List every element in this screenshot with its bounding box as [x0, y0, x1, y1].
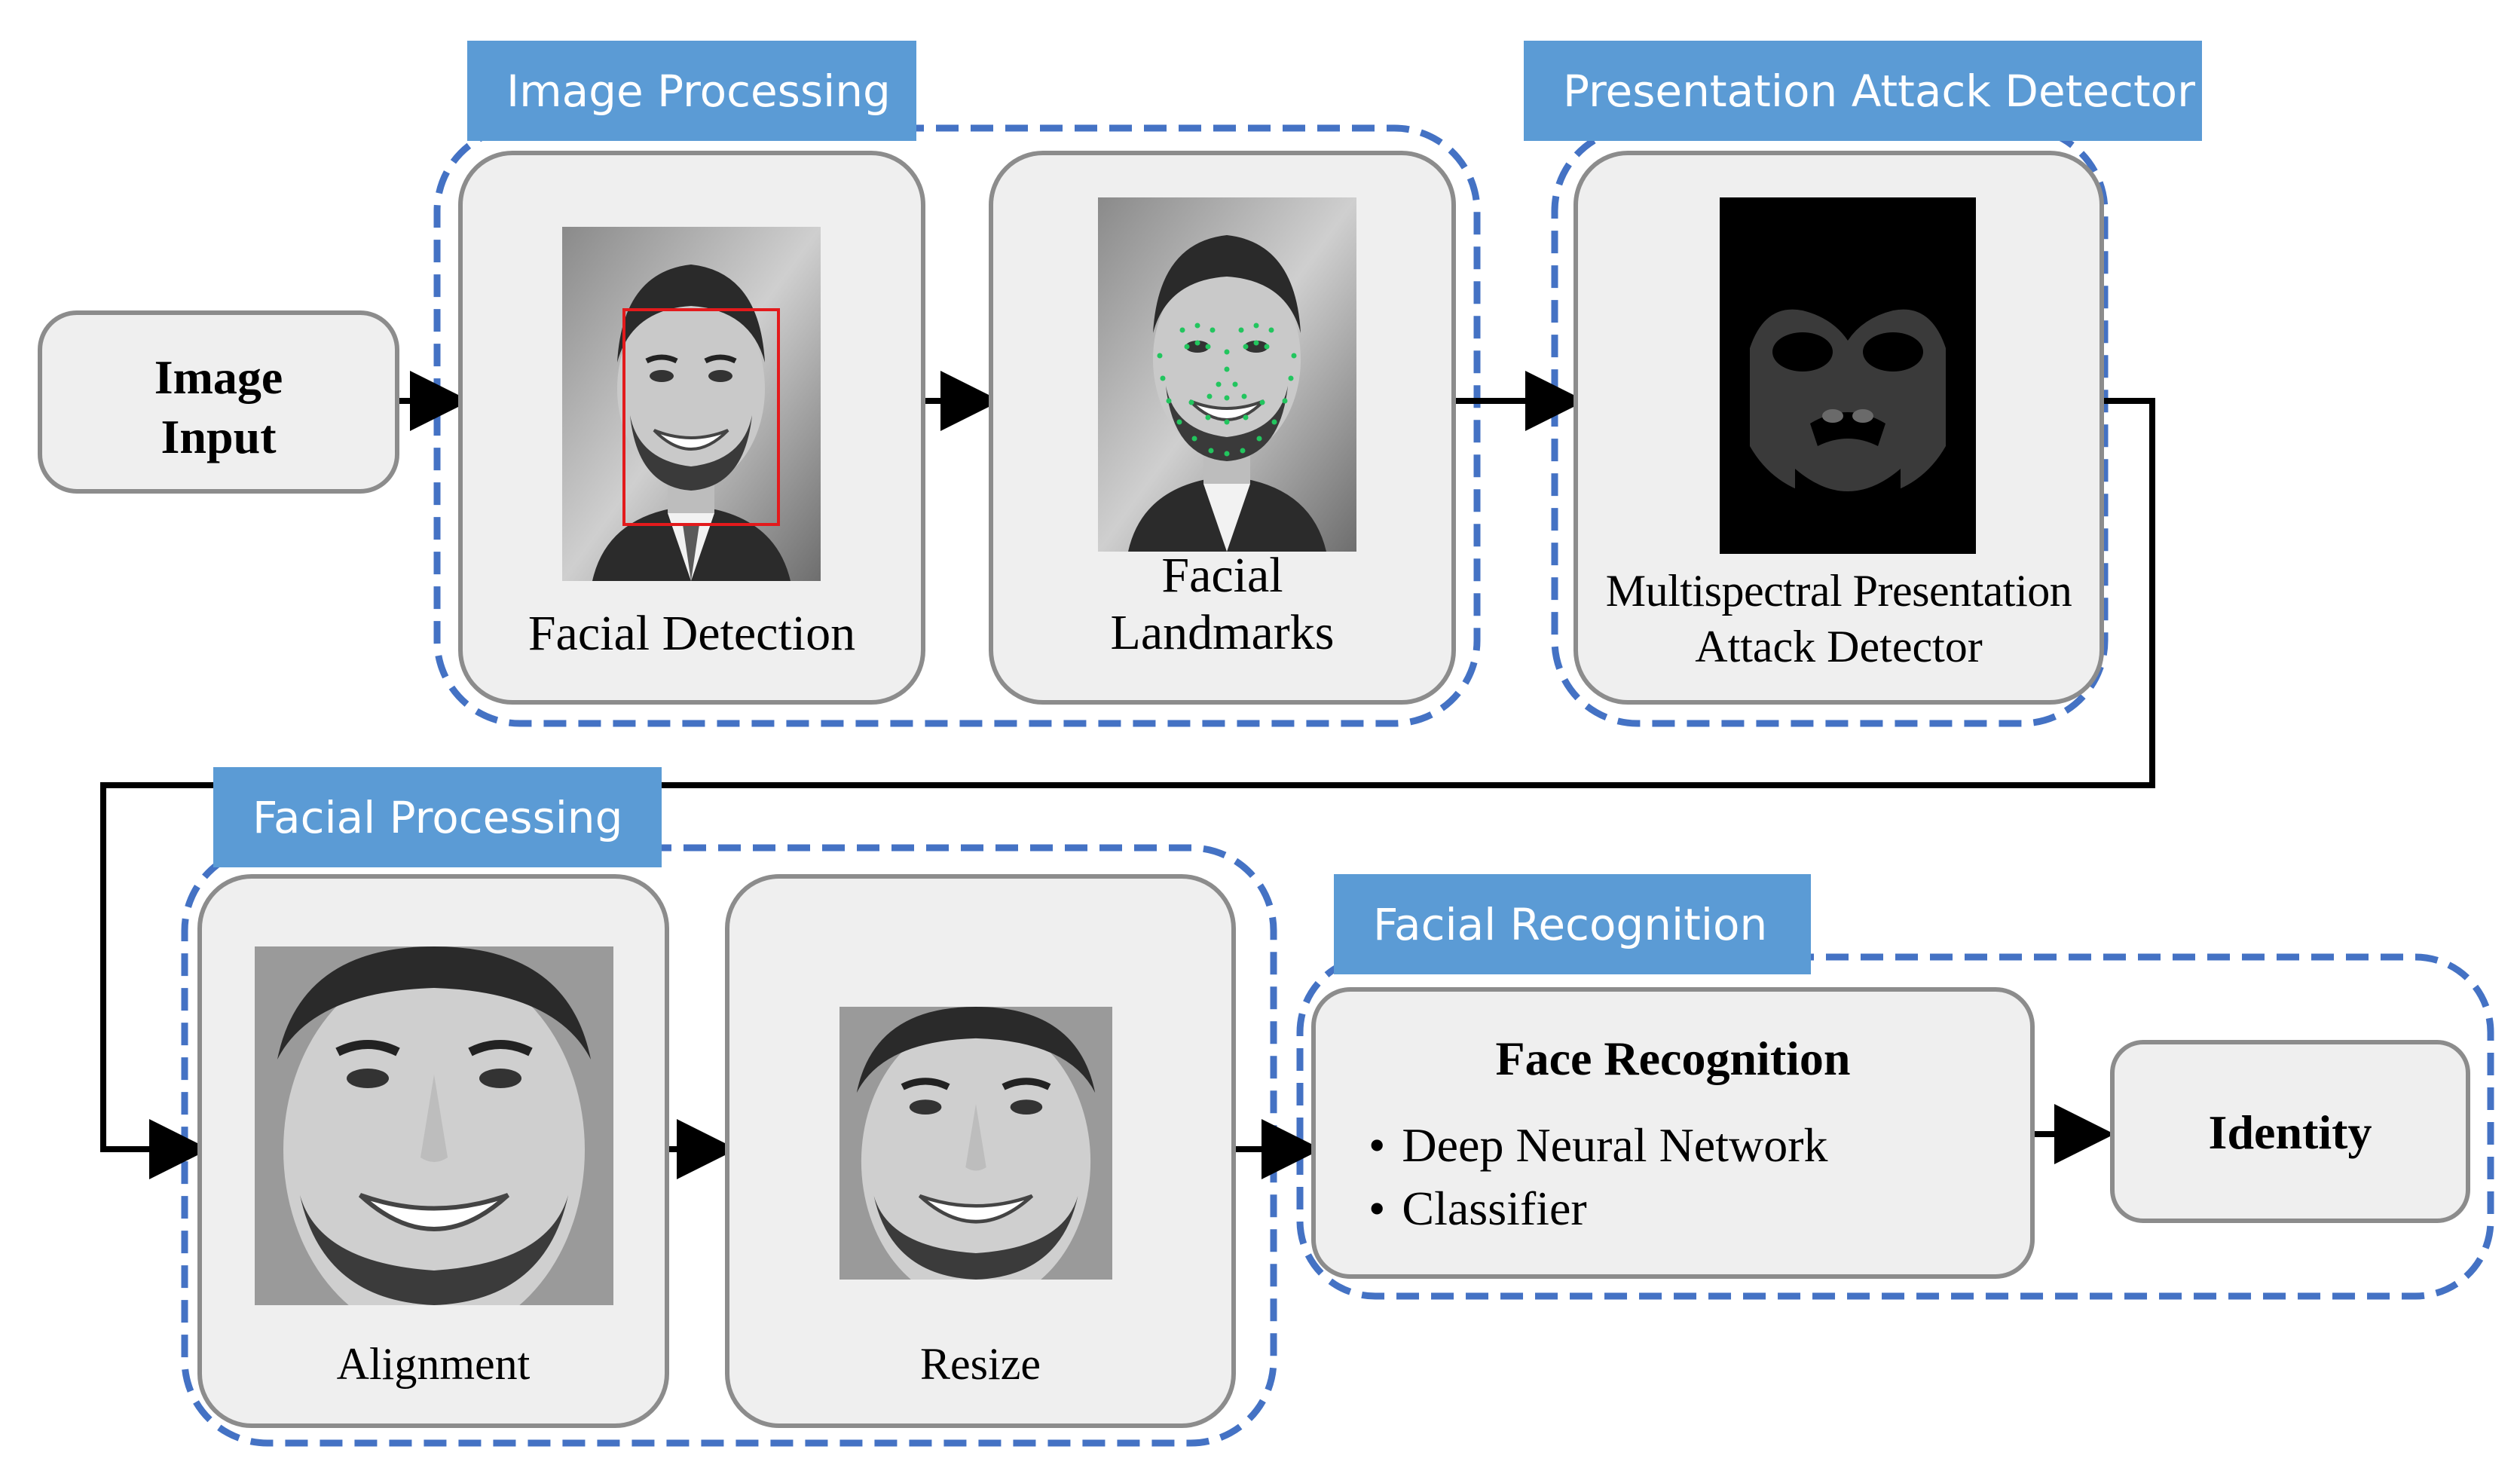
face-recognition-title: Face Recognition	[1495, 1032, 1851, 1085]
pad-thermal-image	[1720, 197, 1976, 554]
aligned-face-photo	[255, 946, 613, 1305]
face-recognition-bullets: • Deep Neural Network • Classifier	[1369, 1114, 1828, 1240]
identity-label: Identity	[2208, 1105, 2372, 1159]
bullet-text: Deep Neural Network	[1402, 1118, 1828, 1172]
image-input-line1: Image	[154, 350, 283, 404]
tag-presentation-attack-detector: Presentation Attack Detector	[1524, 41, 2202, 141]
facial-landmarks-line1: Facial	[1161, 548, 1283, 603]
node-resize: Resize	[725, 874, 1236, 1428]
tag-facial-recognition: Facial Recognition	[1334, 874, 1811, 974]
tag-facial-processing: Facial Processing	[213, 767, 662, 867]
tag-image-processing: Image Processing	[467, 41, 916, 141]
node-image-input: Image Input	[38, 310, 399, 494]
bullet-dot: •	[1369, 1118, 1386, 1172]
landmark-points	[1157, 323, 1297, 457]
facial-detection-label: Facial Detection	[528, 606, 856, 661]
detection-face-photo	[562, 227, 821, 581]
resized-face-photo	[839, 1007, 1112, 1280]
node-facial-landmarks: Facial Landmarks	[989, 151, 1456, 705]
bullet-text: Classifier	[1402, 1182, 1587, 1235]
bullet-item: • Deep Neural Network	[1369, 1114, 1828, 1177]
node-face-recognition: Face Recognition • Deep Neural Network • C…	[1311, 987, 2035, 1279]
multispectral-line1: Multispectral Presentation	[1605, 566, 2072, 616]
resize-label: Resize	[920, 1339, 1041, 1389]
landmarks-face-photo	[1098, 197, 1356, 552]
node-facial-detection: Facial Detection	[458, 151, 925, 705]
detection-bounding-box	[622, 308, 780, 526]
image-input-line2: Input	[161, 410, 277, 463]
multispectral-line2: Attack Detector	[1695, 622, 1983, 671]
node-multispectral-pad: Multispectral Presentation Attack Detect…	[1573, 151, 2104, 705]
bullet-item: • Classifier	[1369, 1177, 1828, 1240]
bullet-dot: •	[1369, 1182, 1386, 1235]
facial-landmarks-line2: Landmarks	[1110, 605, 1335, 660]
alignment-label: Alignment	[336, 1339, 531, 1389]
arrow-pad-to-alignment	[100, 398, 2155, 1179]
node-alignment: Alignment	[197, 874, 669, 1428]
node-identity: Identity	[2110, 1040, 2470, 1223]
